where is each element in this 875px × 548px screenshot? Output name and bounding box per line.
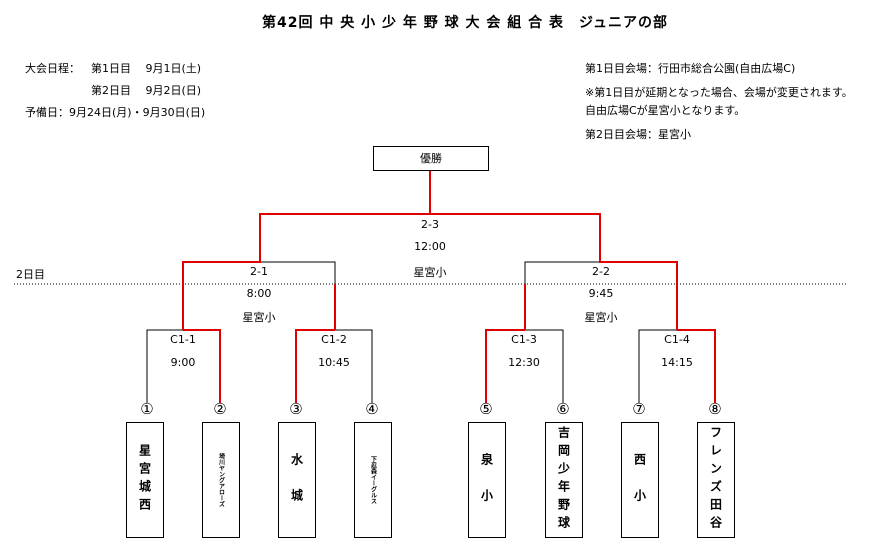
- team-name-8: フレンズ田谷: [708, 426, 723, 534]
- seed-5: ⑤: [479, 400, 493, 418]
- seed-3: ③: [289, 400, 303, 418]
- champion-box: 優勝: [373, 146, 489, 171]
- team-box-6: 吉岡少年野球: [545, 422, 583, 538]
- schedule-day2: 第2日目 9月2日(日): [91, 84, 202, 97]
- final-match: 2-3: [421, 218, 439, 231]
- winner-path-3: [295, 329, 335, 403]
- team-box-5: 泉 小: [468, 422, 506, 538]
- team-box-1: 星宮城西: [126, 422, 164, 538]
- r1-1-time: 9:00: [170, 356, 196, 369]
- r1-2-time: 10:45: [318, 356, 350, 369]
- winner-path-semi1: [182, 213, 430, 330]
- seed-4: ④: [365, 400, 379, 418]
- venue-day1: 第1日目会場：行田市総合公園(自由広場C): [585, 62, 796, 75]
- final-time: 12:00: [414, 240, 446, 253]
- winner-path-semi2b: [430, 213, 678, 330]
- r1-4-time: 14:15: [661, 356, 693, 369]
- venue-note2: 自由広場Cが星宮小となります。: [585, 104, 746, 117]
- team-name-7: 西 小: [632, 453, 647, 507]
- team-box-4: 下忍森イーグルス: [354, 422, 392, 538]
- team-name-6: 吉岡少年野球: [556, 426, 571, 534]
- r1-3-match: C1-3: [511, 333, 537, 346]
- team-name-3: 水 城: [289, 453, 304, 507]
- r1-3-time: 12:30: [508, 356, 540, 369]
- team-box-3: 水 城: [278, 422, 316, 538]
- team-box-8: フレンズ田谷: [697, 422, 735, 538]
- semi-1-time: 8:00: [246, 287, 272, 300]
- schedule-reserve: 予備日：9月24日(月)・9月30日(日): [25, 106, 206, 119]
- team-name-2: 埼川ヤングアローズ: [217, 453, 225, 507]
- semi-2-place: 星宮小: [584, 311, 618, 324]
- schedule-day1: 第1日目 9月1日(土): [91, 62, 202, 75]
- semi-1-place: 星宮小: [242, 311, 276, 324]
- seed-6: ⑥: [556, 400, 570, 418]
- page-title: 第42回 中 央 小 少 年 野 球 大 会 組 合 表 ジュニアの部: [262, 15, 668, 31]
- winner-path-2: [183, 329, 221, 403]
- day-marker: 2日目: [16, 268, 45, 281]
- team-box-2: 埼川ヤングアローズ: [202, 422, 240, 538]
- team-name-4: 下忍森イーグルス: [369, 456, 377, 504]
- venue-day2: 第2日目会場：星宮小: [585, 128, 691, 141]
- final-place: 星宮小: [413, 266, 447, 279]
- seed-7: ⑦: [632, 400, 646, 418]
- schedule-label: 大会日程：: [25, 62, 80, 75]
- semi-2-time: 9:45: [588, 287, 614, 300]
- team-name-5: 泉 小: [479, 453, 494, 507]
- seed-2: ②: [213, 400, 227, 418]
- semi-2-match: 2-2: [592, 265, 610, 278]
- r1-1-match: C1-1: [170, 333, 196, 346]
- seed-8: ⑧: [708, 400, 722, 418]
- seed-1: ①: [140, 400, 154, 418]
- winner-path-5: [485, 329, 525, 403]
- venue-note1: ※第1日目が延期となった場合、会場が変更されます。: [585, 86, 853, 99]
- r1-2-match: C1-2: [321, 333, 347, 346]
- team-name-1: 星宮城西: [137, 444, 152, 516]
- winner-path-8: [677, 329, 716, 403]
- team-box-7: 西 小: [621, 422, 659, 538]
- r1-4-match: C1-4: [664, 333, 690, 346]
- semi-1-match: 2-1: [250, 265, 268, 278]
